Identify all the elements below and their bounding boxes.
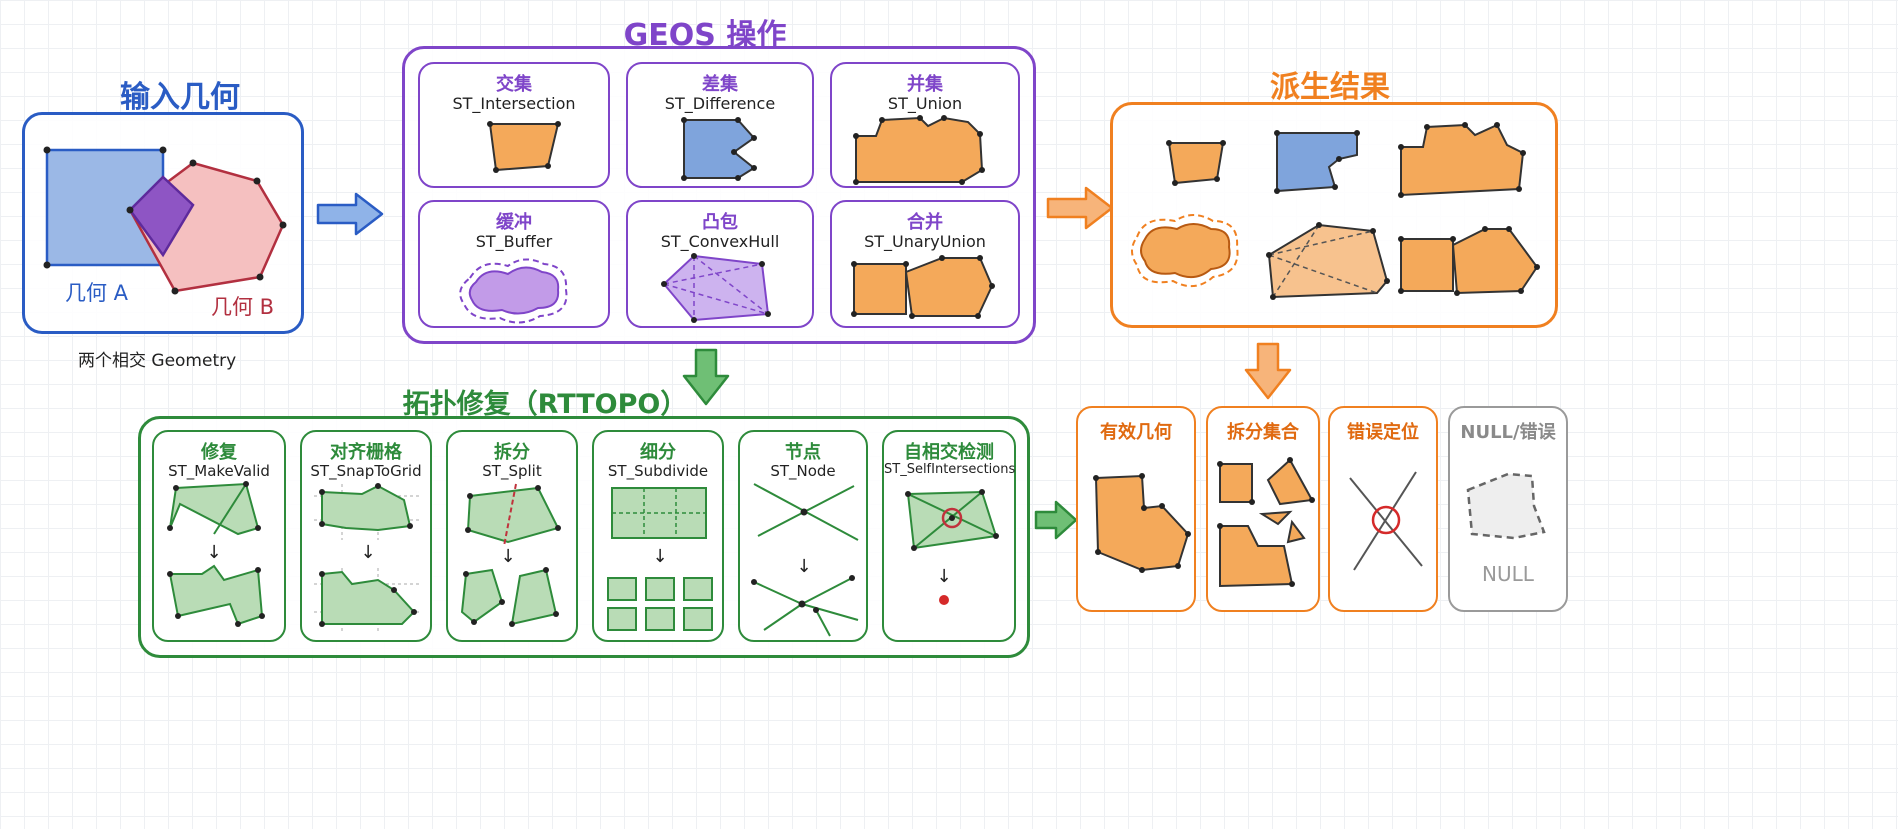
snaptogrid-figure: ↓ [314,483,422,634]
topology-op-en: ST_SelfIntersections [884,462,1016,477]
topology-op-zh: 修复 [201,442,237,463]
input-panel: 几何 A 几何 B [22,112,304,334]
derived-union-shape [1400,123,1525,197]
geos-op-zh: 缓冲 [496,212,532,233]
svg-text:↓: ↓ [206,542,221,563]
topology-op-en: ST_MakeValid [168,462,270,480]
topology-op-en: ST_SnapToGrid [310,462,422,480]
error-location-marker-icon [1349,471,1423,571]
outcome-label: 有效几何 [1100,422,1172,443]
topology-card-split: 拆分 ST_Split ↓ [446,430,578,642]
input-title: 输入几何 [120,80,240,115]
geos-op-zh: 合并 [907,212,943,233]
topology-card-selfintersections: 自相交检测 ST_SelfIntersections ↓ [882,430,1016,642]
unary-union-shape-icon [851,255,995,319]
geos-op-en: ST_Buffer [475,232,553,251]
outcome-label: NULL/错误 [1460,422,1556,443]
topology-op-en: ST_Node [770,462,836,480]
outcome-valid-geometry: 有效几何 [1076,406,1196,612]
makevalid-figure: ↓ [167,481,265,627]
outcome-split-collection: 拆分集合 [1206,406,1320,612]
svg-text:↓: ↓ [500,546,515,567]
difference-shape-icon [681,117,757,181]
outcome-error-location: 错误定位 [1328,406,1438,612]
geos-op-en: ST_ConvexHull [660,232,780,251]
geometry-a-label: 几何 A [65,281,129,305]
derived-difference-shape [1276,132,1358,193]
input-caption: 两个相交 Geometry [78,351,237,371]
geos-card-buffer: 缓冲 ST_Buffer [418,200,610,328]
topology-op-zh: 自相交检测 [904,442,994,463]
null-sublabel: NULL [1482,562,1534,586]
topology-op-zh: 拆分 [494,442,530,463]
geos-op-zh: 交集 [496,74,532,95]
arrow-right-orange-icon [1046,186,1114,230]
derived-panel [1110,102,1558,328]
topology-card-makevalid: 修复 ST_MakeValid ↓ [152,430,286,642]
split-figure: ↓ [460,483,561,627]
selfintersections-figure: ↓ [905,489,999,605]
convex-hull-shape-icon [661,253,771,323]
outcome-label: 错误定位 [1347,422,1419,443]
svg-text:↓: ↓ [936,566,951,587]
geos-card-intersection: 交集 ST_Intersection [418,62,610,188]
topology-card-node: 节点 ST_Node ↓ [738,430,868,642]
arrow-down-green-icon [682,348,730,406]
buffer-shape-icon [459,258,568,324]
split-collection-shapes-icon [1217,457,1315,588]
svg-text:↓: ↓ [652,546,667,567]
valid-geometry-shape-icon [1093,473,1191,573]
derived-results-figure [1131,122,1540,300]
derived-title: 派生结果 [1270,70,1390,105]
intersection-shape-icon [487,121,561,173]
svg-text:↓: ↓ [360,542,375,563]
topology-op-en: ST_Split [482,462,542,480]
outcome-null-error: NULL/错误 NULL [1448,406,1568,612]
topology-op-zh: 细分 [640,442,676,463]
node-figure: ↓ [751,483,859,637]
geos-card-unary-union: 合并 ST_UnaryUnion [830,200,1020,328]
geos-op-zh: 差集 [702,74,738,95]
derived-unary-union-shape [1400,238,1454,292]
topology-op-zh: 节点 [785,442,821,463]
geos-card-union: 并集 ST_Union [830,62,1020,188]
topology-card-subdivide: 细分 ST_Subdivide ↓ [592,430,724,642]
geos-op-en: ST_UnaryUnion [864,232,986,251]
topology-title: 拓扑修复（RTTOPO） [402,389,688,420]
geos-op-en: ST_Intersection [452,94,576,113]
topology-op-en: ST_Subdivide [607,462,709,480]
geos-op-en: ST_Union [887,94,963,113]
input-geometries-figure [43,146,287,295]
arrow-right-green-icon [1034,500,1078,540]
arrow-right-blue-icon [316,192,384,236]
null-empty-shape-icon [1466,472,1546,540]
geos-card-convex-hull: 凸包 ST_ConvexHull [626,200,814,328]
topology-op-zh: 对齐栅格 [330,442,402,463]
topology-panel [138,416,1030,658]
geos-op-zh: 凸包 [702,212,738,233]
derived-buffer-shape [1131,214,1239,288]
overlap-region [128,175,195,258]
geometry-b-label: 几何 B [211,295,275,319]
geos-op-en: ST_Difference [664,94,776,113]
geos-op-zh: 并集 [907,74,943,95]
union-shape-icon [853,115,985,185]
outcome-label: 拆分集合 [1227,422,1299,443]
svg-text:↓: ↓ [796,556,811,577]
geos-card-difference: 差集 ST_Difference [626,62,814,188]
arrow-down-orange-icon [1244,342,1292,400]
topology-card-snaptogrid: 对齐栅格 ST_SnapToGrid ↓ [300,430,432,642]
subdivide-figure: ↓ [607,487,713,631]
